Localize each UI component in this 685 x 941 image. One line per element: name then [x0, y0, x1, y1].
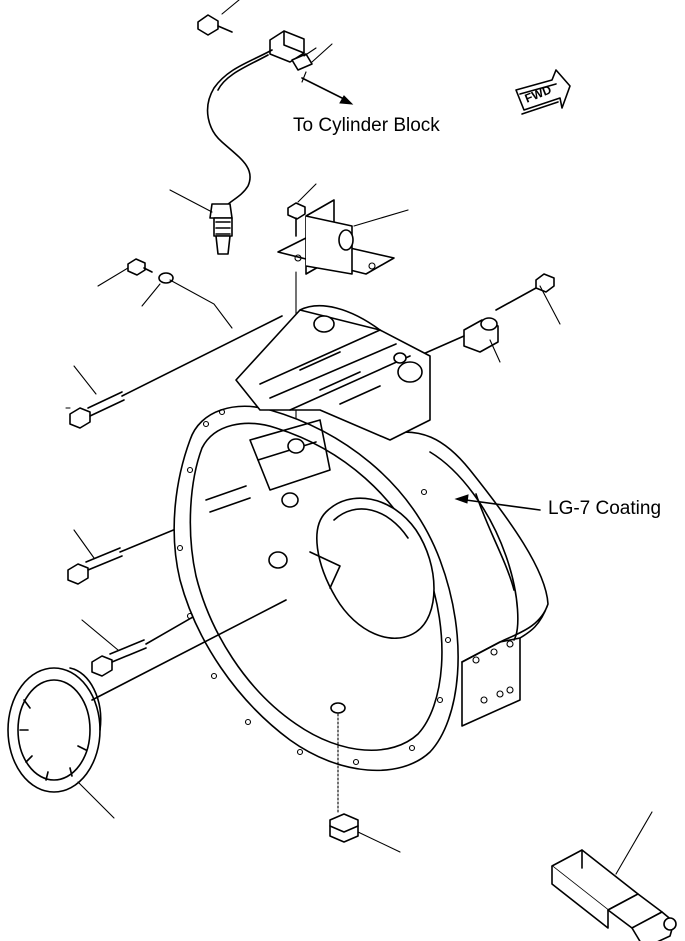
arrow-to-block: [301, 77, 347, 101]
mounting-bracket: [277, 199, 409, 433]
drain-plug: [329, 813, 401, 853]
bolt-top-right: [495, 273, 561, 325]
oil-seal: [7, 599, 287, 819]
speed-sensor: [169, 189, 233, 255]
flywheel-housing: [173, 304, 549, 815]
bolt-top: [197, 0, 240, 36]
bolt-small-left: [97, 258, 233, 329]
forward-arrow-icon: [515, 69, 571, 115]
plug-right: [413, 317, 501, 363]
connector: [269, 30, 333, 83]
bolt-long-1: [65, 315, 283, 429]
label-to-cylinder-block: To Cylinder Block: [293, 115, 440, 136]
sensor-wire: [206, 49, 273, 207]
turning-tool: [551, 811, 677, 941]
bolt-bracket: [287, 183, 317, 237]
label-lg7-coating: LG-7 Coating: [548, 498, 662, 519]
